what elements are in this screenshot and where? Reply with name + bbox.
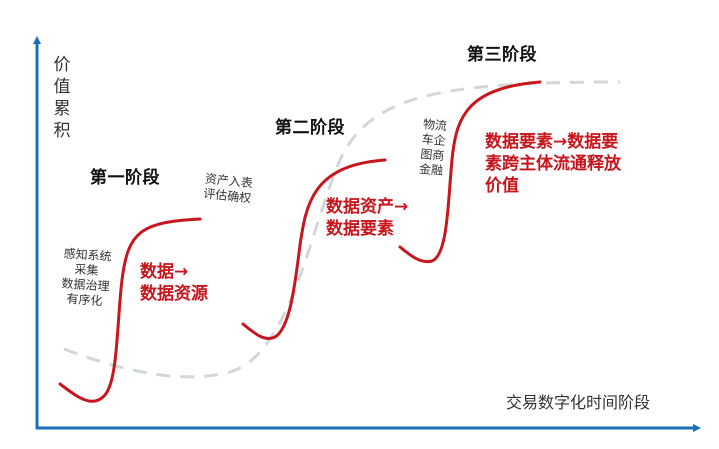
stage-3-s-curve [398, 80, 542, 264]
highlight-line: 价值 [485, 176, 519, 196]
trend-dashed-curve [63, 80, 621, 379]
stage-3-highlight: 数据要素→数据要 素跨主体流通释放 价值 [485, 131, 621, 197]
highlight-line: 数据要素→数据要 [485, 132, 619, 152]
stage-1-highlight: 数据→ 数据资源 [140, 261, 208, 305]
stage-2-title: 第二阶段 [275, 118, 345, 138]
note-line: 金融 [418, 161, 444, 178]
stage-1-title: 第一阶段 [90, 168, 160, 188]
highlight-line: 素跨主体流通释放 [485, 154, 621, 174]
stage-2-notes: 资产入表 评估确权 [203, 172, 254, 207]
highlight-line: 数据要素 [326, 219, 394, 239]
stage-2-s-curve [241, 158, 387, 340]
stage-1-s-curve [58, 217, 202, 403]
stage-2-highlight: 数据资产→ 数据要素 [326, 196, 408, 240]
y-axis-label: 价值累积 [53, 55, 71, 141]
stage-1-notes: 感知系统 采集 数据治理 有序化 [60, 246, 112, 309]
stage-3-title: 第三阶段 [467, 45, 537, 65]
x-axis-label: 交易数字化时间阶段 [506, 393, 651, 412]
highlight-line: 数据资产→ [326, 197, 409, 217]
highlight-line: 数据→ [140, 262, 189, 282]
highlight-line: 数据资源 [140, 284, 208, 304]
